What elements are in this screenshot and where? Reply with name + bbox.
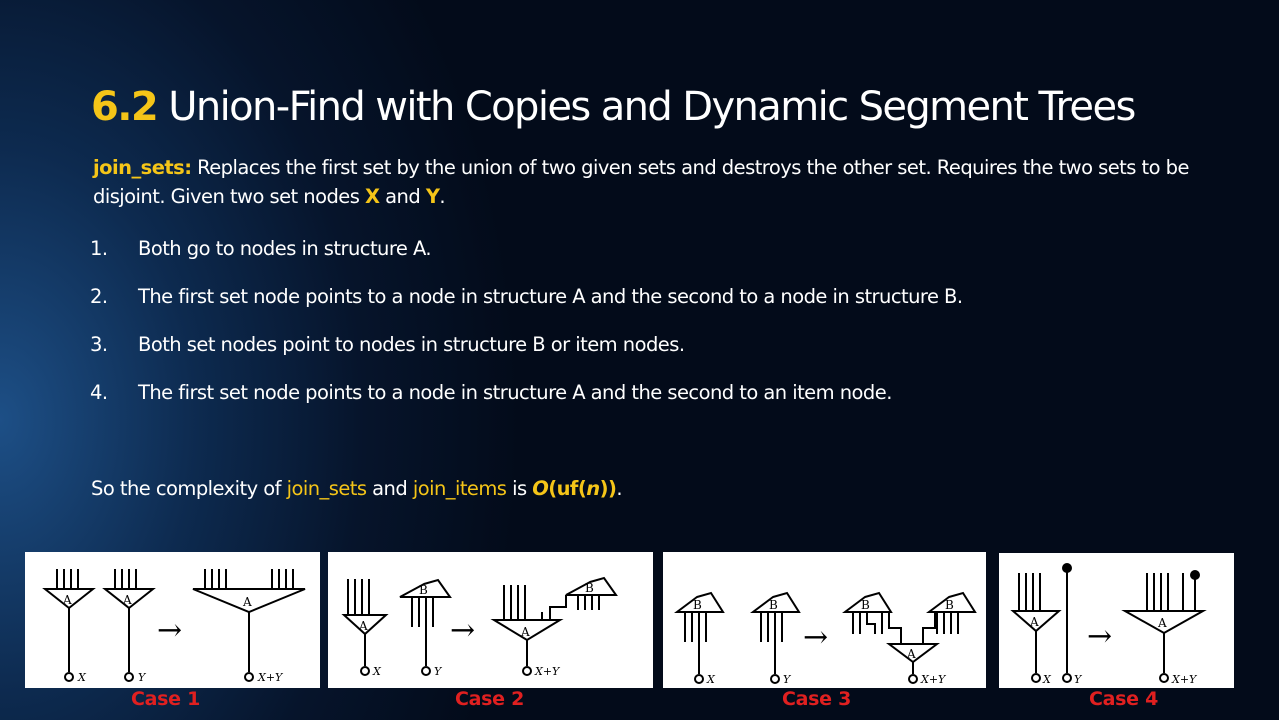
node-x: X — [365, 185, 380, 208]
intro-text: Replaces the first set by the union of t… — [93, 156, 1189, 208]
svg-text:A: A — [1029, 615, 1039, 629]
case-number: 1. — [90, 237, 108, 260]
case-text: The first set node points to a node in s… — [138, 381, 892, 404]
case-2-caption: Case 2 — [455, 688, 524, 710]
big-o: O — [532, 477, 549, 500]
tree-b-left: B X — [674, 591, 725, 686]
svg-text:X+Y: X+Y — [920, 673, 947, 686]
fn-join-items: join_items — [412, 477, 507, 500]
tree-b-merged: B — [549, 576, 618, 620]
title-text: Union-Find with Copies and Dynamic Segme… — [168, 84, 1136, 130]
case-text: The first set node points to a node in s… — [138, 285, 963, 308]
svg-text:A: A — [358, 619, 368, 633]
case-4-figure: A X Y → A X+Y — [999, 553, 1234, 688]
complexity-summary: So the complexity of join_sets and join_… — [91, 475, 622, 503]
tree-a-merged: A X+Y — [192, 569, 306, 684]
svg-text:B: B — [419, 583, 428, 597]
svg-text:Y: Y — [138, 671, 147, 684]
svg-text:X+Y: X+Y — [534, 665, 561, 678]
item-node: Y — [1062, 563, 1083, 686]
svg-text:A: A — [62, 593, 72, 607]
tree-b-merged-right: B — [922, 591, 977, 644]
join-sets-description: join_sets: Replaces the first set by the… — [93, 153, 1243, 211]
summary-end: . — [616, 477, 622, 500]
case-number: 2. — [90, 285, 108, 308]
svg-text:B: B — [585, 581, 594, 595]
case-list: 1. Both go to nodes in structure A. 2. The… — [90, 235, 1240, 427]
arrow-icon: → — [1087, 619, 1112, 654]
intro-end: . — [439, 185, 446, 208]
summary-is: is — [506, 477, 533, 500]
complexity-formula: O(uf(n)) — [532, 477, 617, 500]
arrow-icon: → — [450, 613, 475, 648]
svg-text:Y: Y — [434, 665, 443, 678]
case-3-figure: B X B Y → B B — [663, 552, 986, 688]
svg-text:A: A — [122, 593, 132, 607]
svg-text:X+Y: X+Y — [1171, 673, 1198, 686]
svg-text:X: X — [1042, 673, 1052, 686]
case-text: Both go to nodes in structure A. — [138, 237, 432, 260]
svg-text:A: A — [520, 625, 530, 639]
tree-b-merged-left: B — [842, 591, 902, 644]
case-text: Both set nodes point to nodes in structu… — [138, 333, 685, 356]
svg-text:Y: Y — [1074, 673, 1083, 686]
svg-text:A: A — [242, 595, 252, 609]
svg-text:B: B — [945, 598, 954, 612]
tree-a-merged: A X+Y — [886, 643, 947, 686]
svg-text:X: X — [706, 673, 716, 686]
tree-b-left: B Y — [399, 578, 452, 678]
list-item: 4. The first set node points to a node in… — [90, 379, 1240, 427]
svg-text:Y: Y — [783, 673, 792, 686]
node-y: Y — [425, 185, 440, 208]
tree-a-left: A X — [1010, 573, 1062, 686]
tree-a-right: A Y — [102, 569, 156, 684]
svg-text:B: B — [861, 598, 870, 612]
case-3-caption: Case 3 — [782, 688, 851, 710]
tree-a-merged: A X+Y — [1121, 570, 1207, 686]
formula-n: n — [586, 477, 600, 500]
svg-text:B: B — [693, 598, 702, 612]
case-4-caption: Case 4 — [1089, 688, 1158, 710]
tree-a-merged: A X+Y — [490, 585, 564, 678]
tree-b-right: B Y — [750, 591, 801, 686]
case-1-caption: Case 1 — [131, 688, 200, 710]
case-number: 4. — [90, 381, 108, 404]
case-number: 3. — [90, 333, 108, 356]
slide-title: 6.2 Union-Find with Copies and Dynamic S… — [91, 84, 1136, 130]
tree-a-left: A X — [341, 579, 389, 678]
arrow-icon: → — [803, 620, 828, 655]
arrow-icon: → — [157, 613, 182, 648]
term-join-sets: join_sets: — [93, 156, 192, 179]
list-item: 2. The first set node points to a node in… — [90, 283, 1240, 331]
svg-text:X+Y: X+Y — [257, 671, 284, 684]
list-item: 3. Both set nodes point to nodes in struc… — [90, 331, 1240, 379]
formula-close: )) — [599, 477, 617, 500]
formula-open: (uf( — [548, 477, 587, 500]
list-item: 1. Both go to nodes in structure A. — [90, 235, 1240, 283]
summary-and: and — [366, 477, 413, 500]
tree-a-left: A X — [42, 569, 96, 684]
svg-text:X: X — [372, 665, 382, 678]
case-2-figure: A X B Y → A X+Y — [328, 552, 653, 688]
intro-and: and — [379, 185, 426, 208]
summary-pre: So the complexity of — [91, 477, 287, 500]
section-number: 6.2 — [91, 84, 159, 130]
svg-text:A: A — [906, 647, 916, 661]
svg-text:B: B — [769, 598, 778, 612]
svg-text:X: X — [77, 671, 87, 684]
svg-text:A: A — [1157, 616, 1167, 630]
fn-join-sets: join_sets — [286, 477, 367, 500]
case-1-figure: A X A Y → A X+Y — [25, 552, 320, 688]
